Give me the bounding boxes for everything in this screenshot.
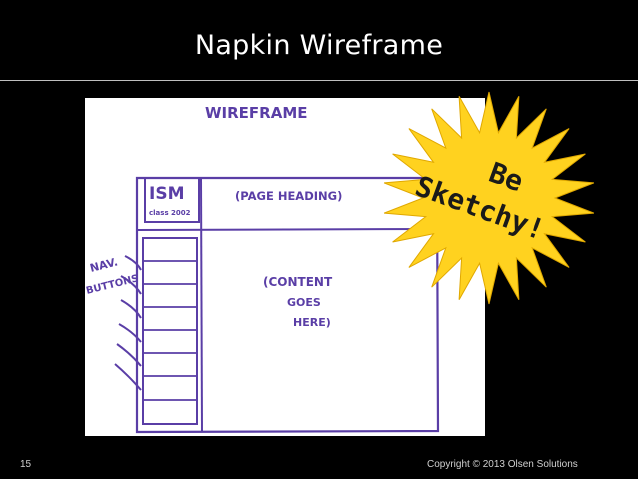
starburst-shape <box>383 91 595 305</box>
copyright-notice: Copyright © 2013 Olsen Solutions <box>427 459 578 470</box>
logo-box <box>144 177 200 223</box>
wireframe-sketch-image: WIREFRAME ISM class 2002 (PAGE HEADING) … <box>85 98 485 436</box>
nav-column <box>142 237 198 425</box>
sketch-content-line2: GOES <box>287 296 321 309</box>
wireframe-sketch-svg: WIREFRAME ISM class 2002 (PAGE HEADING) … <box>85 104 440 434</box>
sketch-logo-subtext: class 2002 <box>149 209 191 217</box>
sketch-logo: ISM <box>149 184 185 204</box>
sketch-nav-label-line1: NAV. <box>89 255 120 274</box>
sketch-heading: WIREFRAME <box>205 104 308 122</box>
nav-pointer-stroke <box>118 323 142 343</box>
slide-number: 15 <box>20 459 32 470</box>
be-sketchy-callout: Be Sketchy! <box>380 84 598 312</box>
nav-pointer-stroke <box>120 275 142 295</box>
slide-title: Napkin Wireframe <box>194 30 444 61</box>
sketch-content-line1: (CONTENT <box>263 275 333 289</box>
header-divider <box>136 228 438 231</box>
sketch-content-line3: HERE) <box>293 316 331 329</box>
sidebar-divider <box>200 177 203 433</box>
nav-pointer-stroke <box>120 299 142 319</box>
title-divider <box>0 80 638 81</box>
nav-pointer-stroke <box>114 363 142 391</box>
sketch-page-heading: (PAGE HEADING) <box>235 189 342 203</box>
nav-pointer-stroke <box>124 255 142 271</box>
page-frame <box>135 176 440 434</box>
nav-pointer-stroke <box>116 343 142 367</box>
sketch-nav-label-line2: BUTTONS <box>85 273 140 297</box>
starburst-svg: Be Sketchy! <box>383 91 595 305</box>
